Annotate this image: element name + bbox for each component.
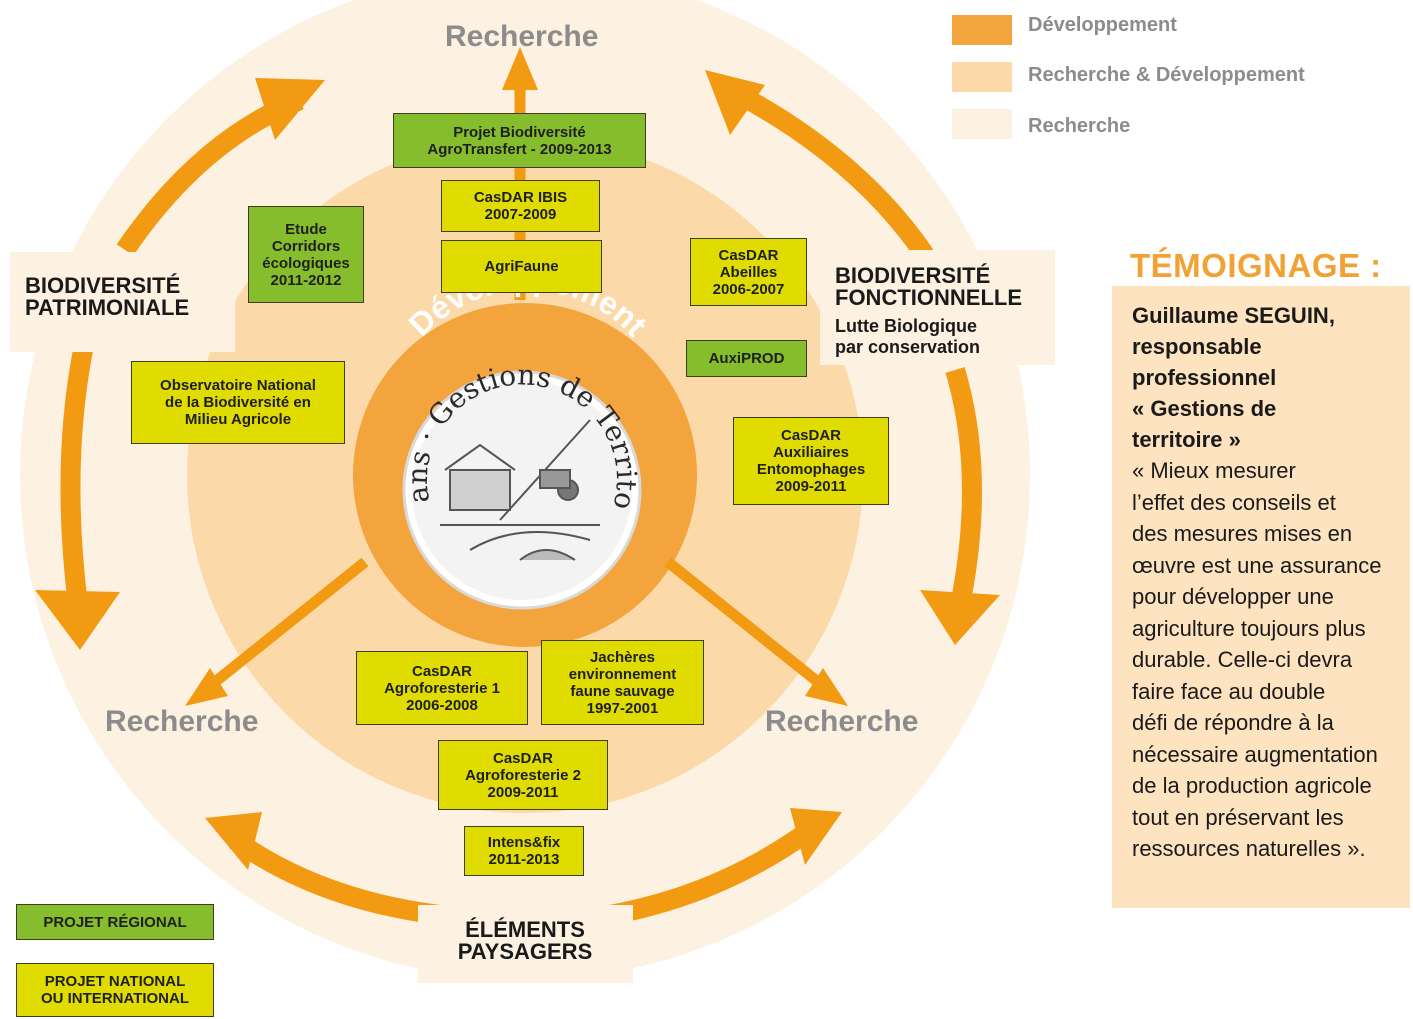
logo-landscape-drawing <box>440 419 600 561</box>
testimony-title: TÉMOIGNAGE : <box>1130 247 1382 284</box>
arc-arrow-bottom-right <box>608 821 816 925</box>
inner-arrow-left-line <box>201 557 369 695</box>
arrowhead-bottom-left <box>205 812 262 870</box>
legend-swatch-recherche-developpement <box>952 62 1012 92</box>
arrowhead-right-down <box>920 590 1000 645</box>
arrowhead-bottom-right <box>790 808 842 865</box>
project-casdar-ibis: CasDAR IBIS 2007-2009 <box>441 180 600 232</box>
legend-swatch-developpement <box>952 15 1012 45</box>
testimony-author: Guillaume SEGUIN, responsable profession… <box>1132 303 1335 452</box>
legend-label-developpement: Développement <box>1028 14 1177 36</box>
research-label-bottom-right: Recherche <box>765 705 919 738</box>
arc-arrow-top-right <box>735 86 934 261</box>
inner-arrowheads <box>185 47 848 706</box>
project-casdar-agroforesterie-1: CasDAR Agroforesterie 1 2006-2008 <box>356 651 528 725</box>
project-observatoire-national: Observatoire National de la Biodiversité… <box>131 361 345 444</box>
left-label-panel <box>10 252 235 352</box>
label-biodiversite-patrimoniale: BIODIVERSITÉ PATRIMONIALE <box>25 273 190 320</box>
inner-arrowhead-right <box>805 668 848 706</box>
arc-arrow-right-down <box>945 367 982 597</box>
inner-arrow-right-line <box>664 557 832 695</box>
inner-arrowhead-left <box>185 668 228 706</box>
arrowhead-top-left <box>255 78 325 140</box>
project-auxiprod: AuxiPROD <box>686 340 807 377</box>
key-projet-national: PROJET NATIONAL OU INTERNATIONAL <box>16 963 214 1017</box>
key-projet-regional: PROJET RÉGIONAL <box>16 904 214 940</box>
project-biodiversite-agrotransfert: Projet Biodiversité AgroTransfert - 2009… <box>393 113 646 168</box>
legend-label-recherche-developpement: Recherche & Développement <box>1028 64 1305 86</box>
arc-arrow-left-down <box>60 337 95 607</box>
testimony-quote: « Mieux mesurer l’effet des conseils et … <box>1132 458 1382 861</box>
bottom-label-panel <box>418 905 633 983</box>
project-etude-corridors: Etude Corridors écologiques 2011-2012 <box>248 206 364 303</box>
research-label-bottom-left: Recherche <box>105 705 259 738</box>
research-label-top: Recherche <box>445 20 599 53</box>
project-intensfix: Intens&fix 2011-2013 <box>464 826 584 876</box>
outer-arrowheads <box>35 70 1000 870</box>
arrowhead-left-down <box>35 590 120 650</box>
project-casdar-abeilles: CasDAR Abeilles 2006-2007 <box>690 238 807 306</box>
project-jacheres: Jachères environnement faune sauvage 199… <box>541 640 704 725</box>
project-casdar-agroforesterie-2: CasDAR Agroforesterie 2 2009-2011 <box>438 740 608 810</box>
right-label-panel <box>820 250 1055 365</box>
project-agrifaune: AgriFaune <box>441 240 602 293</box>
legend-swatch-recherche <box>952 109 1012 139</box>
label-biodiversite-fonctionnelle: BIODIVERSITÉ FONCTIONNELLE <box>835 263 1022 310</box>
inner-arrowhead-up <box>502 47 538 90</box>
project-casdar-auxiliaires: CasDAR Auxiliaires Entomophages 2009-201… <box>733 417 889 505</box>
testimony-box: Guillaume SEGUIN, responsable profession… <box>1112 286 1410 908</box>
legend-label-recherche: Recherche <box>1028 115 1131 137</box>
label-elements-paysagers: ÉLÉMENTS PAYSAGERS <box>457 917 593 964</box>
label-lutte-biologique: Lutte Biologique par conservation <box>835 316 981 357</box>
arrowhead-top-right <box>705 70 765 135</box>
outer-arrows <box>60 86 982 925</box>
arc-arrow-bottom-left <box>229 831 442 925</box>
